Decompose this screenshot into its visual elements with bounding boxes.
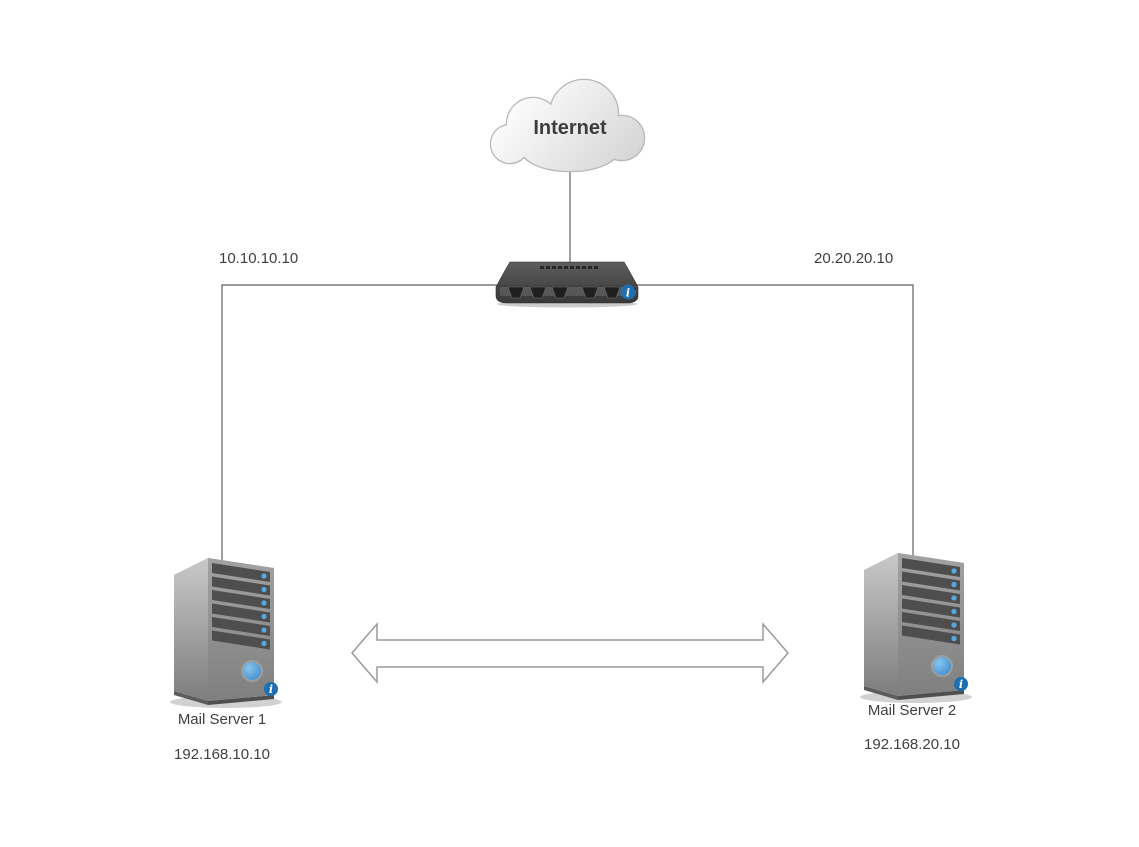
- internet-label: Internet: [533, 117, 607, 139]
- link-router-server2: [634, 284, 914, 566]
- server2-name-label: Mail Server 2: [867, 702, 957, 719]
- bidirectional-arrow: [351, 621, 789, 685]
- mail-server-1-icon[interactable]: [168, 551, 284, 711]
- info-icon[interactable]: i: [620, 284, 636, 300]
- server1-ip-label: 192.168.10.10: [174, 746, 270, 763]
- server2-ip-label: 192.168.20.10: [864, 736, 960, 753]
- mail-server-2-icon[interactable]: [858, 546, 974, 706]
- router-icon[interactable]: i: [494, 258, 644, 308]
- link-router-server1: [221, 284, 502, 570]
- router-top-vents: [540, 266, 598, 269]
- internet-cloud-icon[interactable]: Internet: [488, 74, 652, 178]
- server1-name-label: Mail Server 1: [177, 711, 267, 728]
- router-right-ip-label: 20.20.20.10: [814, 250, 894, 267]
- router-left-ip-label: 10.10.10.10: [219, 250, 299, 267]
- svg-text:i: i: [626, 287, 630, 300]
